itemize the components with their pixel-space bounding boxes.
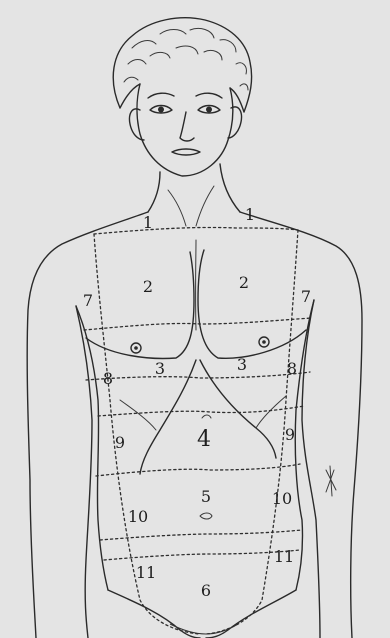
upper-chest-line bbox=[84, 318, 312, 330]
left-pupil bbox=[158, 107, 164, 113]
region-label-center-5: 5 bbox=[201, 487, 211, 506]
region-label-right-1: 1 bbox=[245, 205, 255, 224]
right-pupil bbox=[206, 107, 212, 113]
region-label-left-10: 10 bbox=[128, 507, 148, 526]
region-label-right-7: 7 bbox=[301, 287, 311, 306]
left-inner-arm bbox=[76, 306, 92, 638]
region-label-right-9: 9 bbox=[285, 425, 295, 444]
lower-chest-line bbox=[86, 372, 310, 380]
region-label-right-11: 11 bbox=[274, 547, 294, 566]
region-label-center-6: 6 bbox=[201, 581, 211, 600]
region-label-left-7: 7 bbox=[83, 291, 93, 310]
region-label-center-4: 4 bbox=[197, 427, 211, 452]
left-shoulder-arm bbox=[27, 212, 148, 638]
neck-muscles bbox=[168, 186, 214, 226]
navel bbox=[200, 513, 212, 519]
right-nipple-center bbox=[262, 340, 266, 344]
region-label-right-3: 3 bbox=[237, 355, 247, 374]
right-pectoral bbox=[198, 250, 306, 358]
region-label-left-11: 11 bbox=[136, 563, 156, 582]
region-label-left-2: 2 bbox=[143, 277, 153, 296]
mouth bbox=[172, 149, 200, 155]
right-costal-margin bbox=[200, 360, 276, 458]
region-label-left-9: 9 bbox=[115, 433, 125, 452]
region-label-left-8: 8 bbox=[103, 369, 113, 388]
region-label-left-3: 3 bbox=[155, 359, 165, 378]
hypogastric-line bbox=[104, 550, 300, 560]
hair-curls bbox=[124, 28, 248, 90]
left-pectoral bbox=[86, 252, 194, 358]
neck bbox=[148, 164, 240, 212]
face-outline bbox=[137, 84, 233, 176]
nose bbox=[180, 112, 194, 141]
clavicular-line bbox=[94, 227, 298, 234]
umbilical-upper-line bbox=[96, 464, 300, 476]
right-elbow-mark bbox=[326, 466, 336, 496]
right-eyebrow bbox=[196, 93, 222, 98]
region-label-right-8: 8 bbox=[287, 359, 297, 378]
left-ribline bbox=[120, 400, 156, 430]
epigastric-mark bbox=[202, 415, 211, 418]
right-inner-arm bbox=[302, 300, 320, 638]
region-label-right-10: 10 bbox=[272, 489, 292, 508]
region-label-right-2: 2 bbox=[239, 273, 249, 292]
left-nipple-center bbox=[134, 346, 138, 350]
region-label-left-1: 1 bbox=[143, 213, 153, 232]
left-eyebrow bbox=[148, 93, 174, 98]
